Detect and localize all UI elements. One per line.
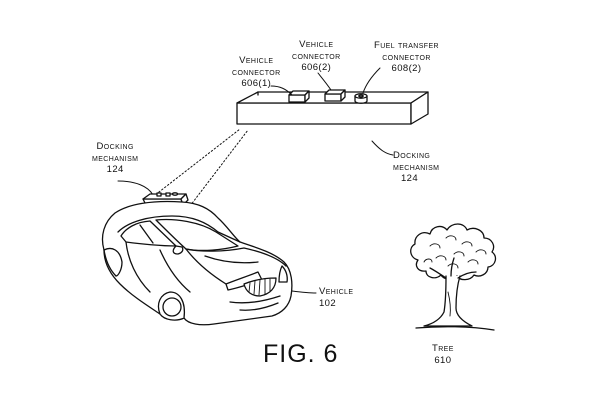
label-vehicle-ref: 102 (319, 297, 337, 309)
tree-drawing (410, 223, 497, 331)
label-vc1-ref: 606(1) (241, 78, 272, 89)
vehicle-connector-2 (324, 89, 346, 102)
label-tree-line1: Tree (432, 343, 454, 354)
label-vehicle-connector-2: Vehicle connector 606(2) (292, 39, 341, 74)
label-docking-mechanism-car: Docking mechanism 124 (92, 141, 138, 176)
projection-lines (149, 128, 249, 207)
label-ftc-line2: connector (382, 51, 431, 63)
fuel-transfer-connector (354, 93, 368, 104)
label-vehicle: Vehicle 102 (319, 286, 353, 309)
docking-mechanism-enlarged-box (236, 91, 429, 125)
leader-vehicle (291, 290, 317, 294)
label-dm-enlarged-ref: 124 (401, 173, 419, 184)
leader-vc2 (317, 72, 332, 91)
leader-ftc (362, 67, 381, 94)
label-vc2-line2: connector (292, 50, 341, 62)
label-dm-enlarged-line1: Docking (393, 150, 431, 161)
label-vehicle-line1: Vehicle (319, 286, 354, 297)
label-vehicle-connector-1: Vehicle connector 606(1) (232, 55, 281, 90)
label-ftc-ref: 608(2) (391, 63, 422, 74)
vehicle-drawing (101, 192, 293, 326)
label-tree: Tree 610 (432, 343, 454, 366)
label-dm-car-line1: Docking (96, 141, 134, 152)
label-dm-enlarged-line2: mechanism (393, 161, 440, 173)
label-ftc-line1: Fuel transfer (374, 40, 439, 51)
label-docking-mechanism-enlarged: Docking mechanism 124 (393, 150, 439, 185)
label-dm-car-ref: 124 (106, 164, 124, 175)
vehicle-connector-1 (288, 90, 310, 103)
label-vc1-line1: Vehicle (239, 55, 274, 66)
label-vc1-line2: connector (232, 66, 281, 78)
leader-dm-enlarged (371, 140, 394, 156)
leader-dm-car (117, 180, 154, 196)
label-vc2-line1: Vehicle (299, 39, 334, 50)
label-vc2-ref: 606(2) (301, 62, 332, 73)
label-tree-ref: 610 (434, 354, 452, 366)
figure-caption: FIG. 6 (263, 340, 339, 368)
label-dm-car-line2: mechanism (92, 152, 139, 164)
leader-vc1 (270, 85, 293, 96)
label-fuel-transfer-connector: Fuel transfer connector 608(2) (374, 40, 439, 75)
